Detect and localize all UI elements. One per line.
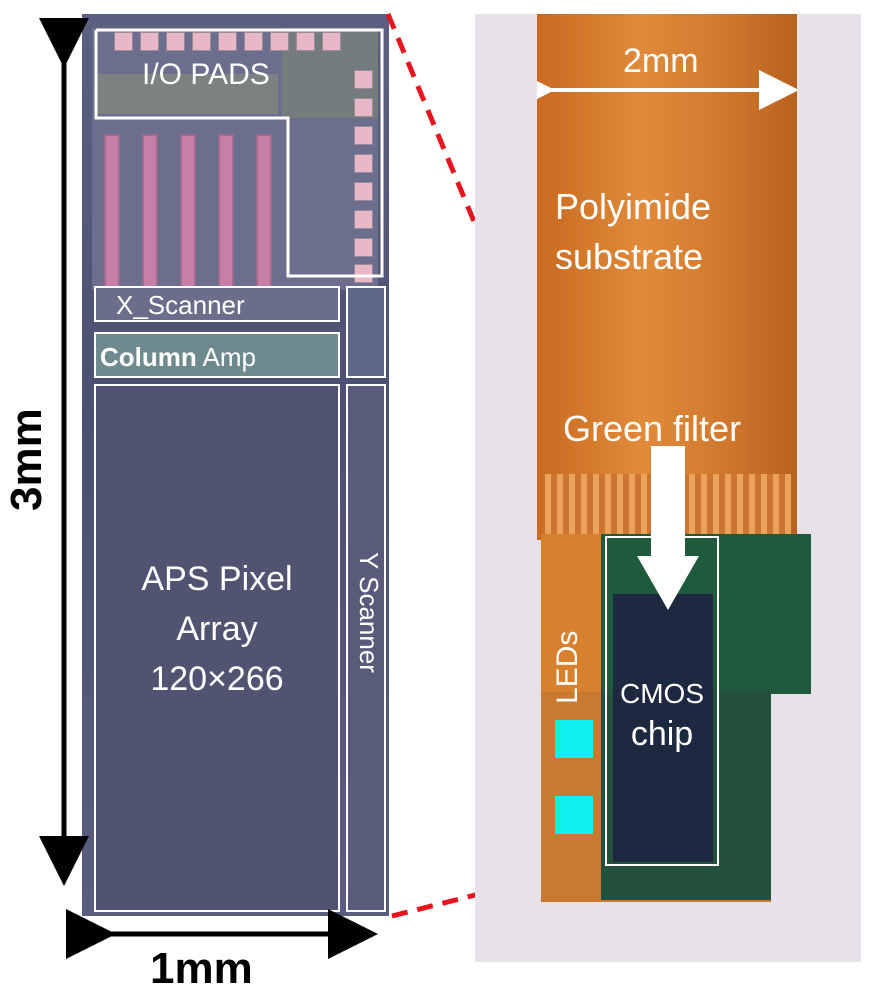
io-pads-outline xyxy=(94,28,384,278)
io-pad xyxy=(354,264,373,283)
aps-label: APS Pixel Array 120×266 xyxy=(94,554,340,704)
cmos-label-line1: CMOS xyxy=(620,678,704,709)
scanner-corner-block xyxy=(346,286,386,378)
column-amp-rest: Amp xyxy=(196,342,257,372)
y-scanner-block xyxy=(346,384,386,912)
io-pad xyxy=(354,70,373,89)
io-pad xyxy=(218,32,237,51)
led-square xyxy=(555,796,593,834)
cmos-chip xyxy=(613,594,713,862)
column-amp-label: Column Amp xyxy=(100,342,256,373)
polyimide-label-line2: substrate xyxy=(555,236,704,277)
probe-photo: 2mm Polyimide substrate Green filter LED… xyxy=(475,14,861,962)
leds-label: LEDs xyxy=(551,630,584,704)
pad-wiring xyxy=(96,74,278,114)
io-pad xyxy=(354,238,373,257)
green-filter-label: Green filter xyxy=(563,408,742,449)
io-pad xyxy=(354,154,373,173)
io-pad xyxy=(270,32,289,51)
io-pad xyxy=(322,32,341,51)
io-pad xyxy=(354,210,373,229)
io-pad xyxy=(140,32,159,51)
cmos-label: CMOS chip xyxy=(605,674,719,754)
io-pad xyxy=(166,32,185,51)
y-scanner-label: Y Scanner xyxy=(354,552,384,673)
aps-pixel-array-block xyxy=(94,384,340,912)
io-pad xyxy=(354,98,373,117)
io-pad xyxy=(354,182,373,201)
die-micrograph: I/O PADS X_Scanner Column Amp APS Pixel … xyxy=(82,14,389,916)
aps-label-line1: APS Pixel xyxy=(141,560,293,598)
io-pad xyxy=(244,32,263,51)
led-square xyxy=(555,720,593,758)
aps-label-line3: 120×266 xyxy=(150,660,284,698)
io-pad xyxy=(192,32,211,51)
column-amp-bold: Column xyxy=(100,342,197,372)
tape-width-arrow xyxy=(537,70,799,110)
height-label: 3mm xyxy=(2,408,51,512)
polyimide-label-line1: Polyimide xyxy=(555,186,712,227)
polyimide-label: Polyimide substrate xyxy=(555,182,711,282)
x-scanner-label: X_Scanner xyxy=(116,290,245,320)
io-pad xyxy=(296,32,315,51)
cmos-label-line2: chip xyxy=(630,715,694,753)
io-pad xyxy=(354,126,373,145)
tape-width-label: 2mm xyxy=(623,42,699,80)
aps-label-line2: Array xyxy=(176,610,258,648)
filter-arrow-shaft xyxy=(651,446,685,558)
x-scanner-block xyxy=(94,286,340,322)
io-pads-label: I/O PADS xyxy=(142,58,270,91)
die-width-label: 1mm xyxy=(150,944,253,993)
column-amp-block xyxy=(94,332,340,378)
filter-arrow-head xyxy=(637,556,699,610)
io-pad xyxy=(114,32,133,51)
